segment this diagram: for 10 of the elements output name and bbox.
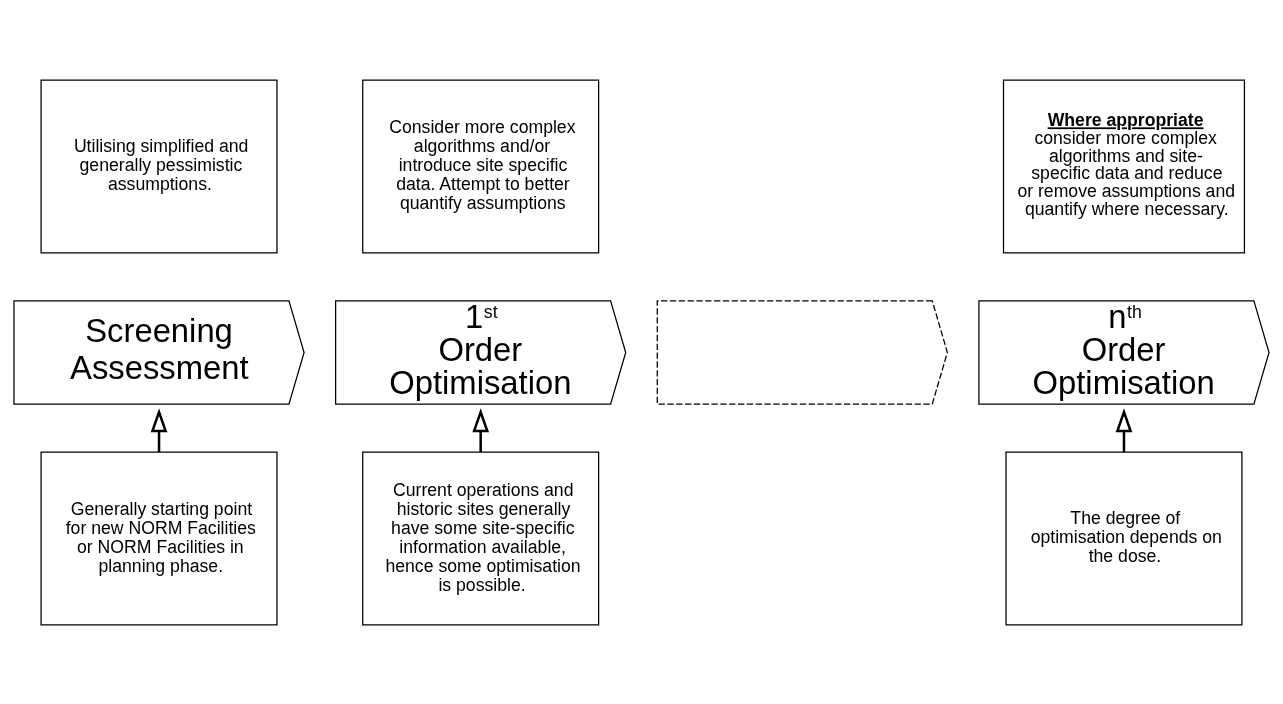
node-chevron — [656, 299, 949, 405]
arrow — [150, 407, 168, 452]
node-box: Where appropriate consider more complex algorithms and site-specific data and reduce or remove assumptions and quantify where necessary. — [1002, 78, 1246, 253]
node-box: Consider more complex algorithms and/or introduce site specific data. Attempt to better quantify assumptions — [362, 78, 600, 253]
node-box: Utilising simplified and generally pessimistic assumptions. — [40, 78, 278, 253]
node-box: Current operations and historic sites generally have some site-specific information available, hence some optimisation is possible. — [362, 451, 600, 626]
arrow — [472, 407, 490, 452]
node-box: The degree of optimisation depends on the dose. — [1005, 451, 1243, 626]
arrow — [1115, 407, 1133, 452]
node-box: Generally starting point for new NORM Facilities or NORM Facilities in planning phase. — [40, 451, 278, 626]
